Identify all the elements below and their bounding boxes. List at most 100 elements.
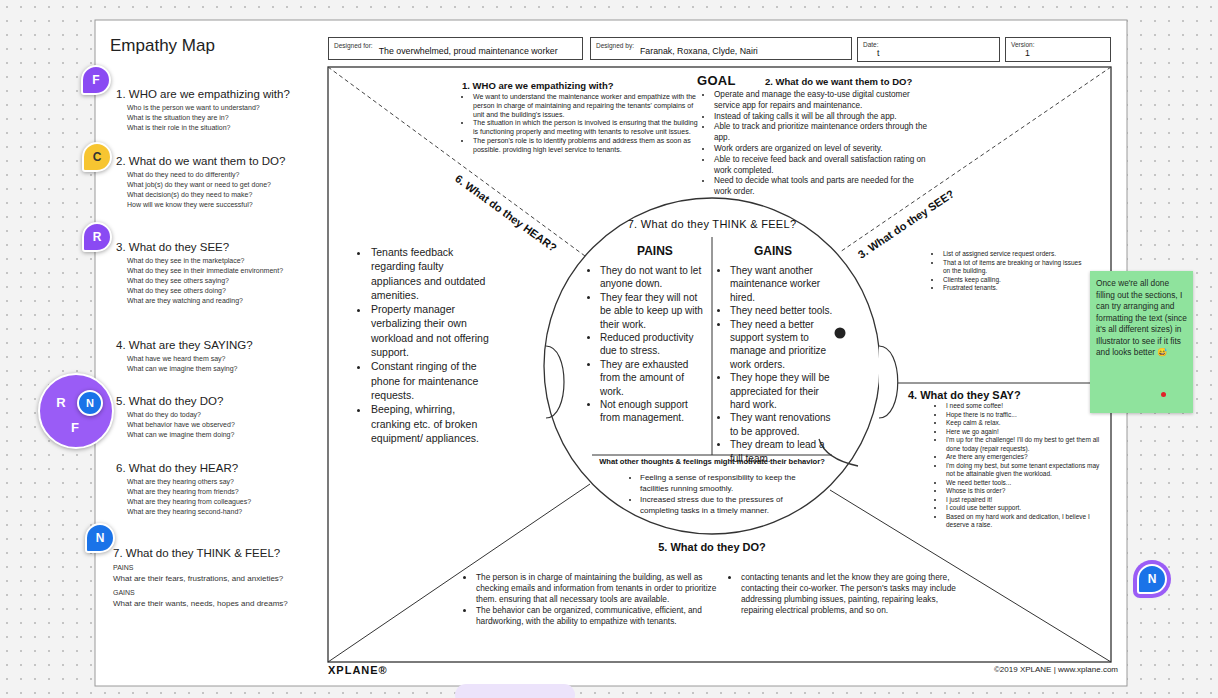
head-circle — [544, 198, 880, 534]
avatar-initial: R — [53, 395, 69, 410]
question-prompt: What are they hearing from friends? — [127, 487, 326, 497]
page-frame — [95, 20, 1127, 686]
bullet-text: The situation in which the person is inv… — [472, 119, 700, 137]
bullet-text: contacting tenants and let the know they… — [740, 572, 962, 616]
question-prompt: What do they see in their immediate envi… — [127, 266, 326, 276]
avatar-bubble: F — [81, 65, 111, 95]
section-heading: 4. What do they SAY? — [908, 389, 1021, 401]
question-prompt: What can we imagine them doing? — [127, 430, 326, 440]
bullet-text: That a lot of items are breaking or havi… — [942, 259, 1084, 276]
section-heading: 5. What do they DO? — [612, 541, 812, 553]
header-field: Designed for: The overwhelmed, proud main… — [328, 37, 583, 60]
bullet-text: They need better tools. — [730, 304, 834, 317]
bullet-text: Able to receive feed back and overall sa… — [713, 155, 931, 177]
bullet-text: They hope they will be appreciated for t… — [730, 371, 834, 411]
question-prompt: What do they see others doing? — [127, 286, 326, 296]
bullet-text: They do not want to let anyone down. — [600, 264, 706, 291]
bullet-text: They fear they will not be able to keep … — [600, 291, 706, 331]
bullet-text: They are exhausted from the amount of wo… — [600, 358, 706, 398]
bullet-list: They want another maintenance worker hir… — [718, 264, 834, 465]
text-group: 5. What do they DO?What do they do today… — [116, 395, 326, 440]
avatar-bubble: N — [1137, 564, 1167, 594]
note-text: Once we're all done filling out the sect… — [1096, 278, 1187, 359]
head-divider — [712, 237, 713, 455]
question-prompt: What is the situation they are in? — [127, 113, 326, 123]
bullet-text: I'm doing my best, but some tenant expec… — [945, 462, 1107, 479]
bullet-text: Work orders are organized on level of se… — [713, 144, 931, 155]
text-group: 3. What do they SEE? What do they see in … — [116, 241, 326, 306]
bullet-list: Feeling a sense of responsibility to kee… — [628, 472, 800, 516]
avatar-initial: N — [96, 531, 105, 545]
field-label: Designed for: — [334, 42, 373, 56]
question-prompt: What are their wants, needs, hopes and d… — [113, 599, 325, 609]
bullet-text: I'm up for the challenge! I'll do my bes… — [945, 436, 1107, 453]
text-group: 7. What do they THINK & FEEL?PAINSWhat a… — [113, 547, 325, 609]
bullet-text: Property manager verbalizing their own w… — [370, 302, 494, 359]
bullet-text: Hope there is no traffic... — [945, 411, 1107, 420]
avatar-initial: N — [1148, 572, 1157, 586]
column-heading: PAINS — [600, 244, 710, 258]
text-group: I need some coffee!Hope there is no traf… — [935, 402, 1107, 530]
field-label: Date: — [863, 41, 994, 48]
bullet-text: Constant ringing of the phone for mainte… — [370, 359, 494, 402]
bullet-text: The behavior can be organized, communica… — [475, 605, 725, 627]
sticky-note: Once we're all done filling out the sect… — [1090, 271, 1193, 413]
field-label: Designed by: — [596, 42, 634, 56]
avatar-initial: F — [92, 73, 99, 87]
bullet-list: contacting tenants and let the know they… — [730, 572, 962, 616]
question-heading: 3. What do they SEE? — [116, 241, 326, 253]
divider-line — [898, 383, 1111, 384]
bullet-list: The person is in charge of maintaining t… — [465, 572, 725, 627]
header-field: Version:1 — [1005, 37, 1111, 62]
bullet-list: I need some coffee!Hope there is no traf… — [935, 402, 1107, 530]
bullet-text: I need some coffee! — [945, 402, 1107, 411]
bullet-text: List of assigned service request orders. — [942, 250, 1084, 259]
text-group: The person is in charge of maintaining t… — [465, 572, 725, 627]
text-group: 1. WHO are we empathizing with? Who is th… — [116, 88, 326, 133]
head-circle: 7. What do they THINK & FEEL? PAINS GAINS T… — [542, 196, 882, 536]
head-ear — [879, 346, 898, 418]
avatar-bubble: N — [85, 523, 115, 553]
head-ear — [546, 346, 564, 418]
toolbar-stub — [455, 684, 575, 698]
field-value: t — [877, 48, 994, 58]
section-tag: PAINS — [113, 564, 325, 571]
bullet-list: List of assigned service request orders.… — [932, 250, 1084, 293]
bullet-text: Whose is this order? — [945, 487, 1107, 496]
section-tag: GAINS — [113, 589, 325, 596]
text-group: 4. What are they SAYING?What have we hea… — [116, 339, 326, 374]
question-prompt: What do they need to do differently? — [127, 170, 326, 180]
bullet-text: Here we go again! — [945, 428, 1107, 437]
bullet-list: Operate and manage the easy-to-use digit… — [703, 90, 931, 198]
bullet-text: We want to understand the maintenance wo… — [472, 93, 700, 119]
field-value: 1 — [1025, 48, 1105, 58]
question-heading: What other thoughts & feelings might mot… — [562, 457, 862, 466]
question-prompt: What are they hearing others say? — [127, 477, 326, 487]
avatar-cluster: RFN — [38, 373, 114, 449]
bullet-text: Frustrated tenants. — [942, 284, 1084, 293]
question-heading: 1. WHO are we empathizing with? — [116, 88, 326, 100]
section-heading: 3. What do they SEE? — [856, 187, 956, 260]
question-prompt: Who is the person we want to understand? — [127, 103, 326, 113]
question-prompt: What can we imagine them saying? — [127, 364, 326, 374]
bullet-text: Increased stress due to the pressures of… — [640, 494, 800, 516]
question-prompt: What is their role in the situation? — [127, 123, 326, 133]
bullet-text: Able to track and prioritize maintenance… — [713, 122, 931, 144]
bullet-text: They want another maintenance worker hir… — [730, 264, 834, 304]
avatar-initial: N — [86, 397, 94, 409]
field-value: Faranak, Roxana, Clyde, Nairi — [640, 46, 758, 56]
bullet-text: Not enough support from management. — [600, 398, 706, 425]
text-group: 5. What do they DO? — [612, 541, 812, 553]
bullet-text: Need to decide what tools and parts are … — [713, 176, 931, 198]
column-heading: GAINS — [718, 244, 828, 258]
map-border — [328, 67, 1111, 662]
text-group: GOAL — [697, 73, 736, 88]
field-value: The overwhelmed, proud maintenance worke… — [379, 46, 558, 56]
bullet-text: Beeping, whirring, cranking etc. of brok… — [370, 402, 494, 445]
section-heading: 7. What do they THINK & FEEL? — [542, 218, 882, 230]
question-prompt: What are their fears, frustrations, and … — [113, 574, 325, 584]
bullet-text: They want renovations to be approved. — [730, 411, 834, 438]
question-heading: 2. What do we want them to DO? — [116, 155, 326, 167]
question-prompt: How will we know they were successful? — [127, 200, 326, 210]
bullet-text: Keep calm & relax. — [945, 419, 1107, 428]
